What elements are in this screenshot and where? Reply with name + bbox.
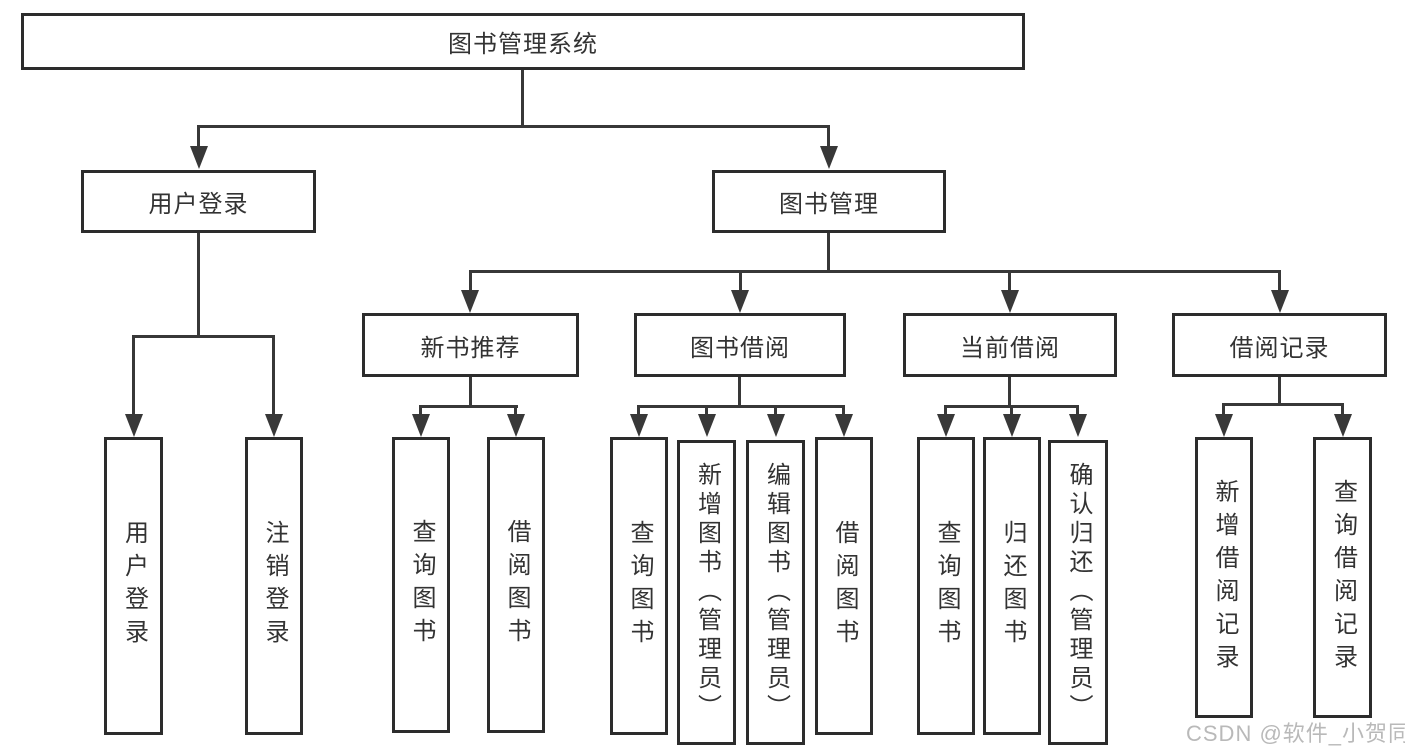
arrow-down-icon [125, 414, 143, 437]
arrow-down-icon [412, 414, 430, 437]
node-root-label: 图书管理系统 [448, 31, 598, 58]
connector-line [132, 335, 275, 338]
arrow-down-icon [190, 146, 208, 169]
leaf-user-login-label: 用户登录 [120, 520, 148, 652]
leaf-current-query-book: 查询图书 [917, 437, 975, 735]
node-user-login: 用户登录 [81, 170, 316, 233]
arrow-down-icon [265, 414, 283, 437]
leaf-current-confirm-return-label: 确认归还（管理员） [1065, 462, 1092, 723]
arrow-down-icon [767, 414, 785, 437]
connector-line [1278, 270, 1281, 292]
arrow-down-icon [937, 414, 955, 437]
leaf-current-confirm-return: 确认归还（管理员） [1048, 440, 1108, 745]
arrow-down-icon [698, 414, 716, 437]
leaf-borrow-edit-book: 编辑图书（管理员） [746, 440, 805, 745]
leaf-logout-label: 注销登录 [261, 520, 288, 652]
leaf-recommend-borrow-book: 借阅图书 [487, 437, 545, 733]
leaf-record-add-record: 新增借阅记录 [1195, 437, 1253, 718]
arrow-down-icon [1271, 290, 1289, 313]
connector-line [1010, 405, 1013, 416]
watermark-text: CSDN @软件_小贺同学 [1186, 721, 1405, 746]
connector-line [1341, 403, 1344, 416]
leaf-borrow-edit-book-label: 编辑图书（管理员） [762, 462, 790, 723]
connector-line [1008, 377, 1011, 407]
connector-line [637, 405, 640, 416]
leaf-current-return-book-label: 归还图书 [999, 520, 1026, 652]
connector-line [1222, 403, 1225, 416]
leaf-borrow-query-book: 查询图书 [610, 437, 668, 735]
node-borrow-record: 借阅记录 [1172, 313, 1387, 377]
leaf-current-return-book: 归还图书 [983, 437, 1041, 735]
arrow-down-icon [507, 414, 525, 437]
arrow-down-icon [1215, 414, 1233, 437]
connector-line [739, 270, 742, 292]
arrow-down-icon [835, 414, 853, 437]
connector-line [197, 233, 200, 337]
arrow-down-icon [630, 414, 648, 437]
node-book-management-label: 图书管理 [779, 191, 879, 218]
arrow-down-icon [1334, 414, 1352, 437]
arrow-down-icon [731, 290, 749, 313]
connector-line [637, 405, 845, 408]
leaf-logout: 注销登录 [245, 437, 303, 735]
leaf-record-query-record: 查询借阅记录 [1313, 437, 1372, 718]
connector-line [197, 125, 830, 128]
connector-line [469, 270, 1281, 273]
leaf-recommend-query-book: 查询图书 [392, 437, 450, 733]
connector-line [774, 405, 777, 416]
node-new-book-recommend: 新书推荐 [362, 313, 579, 377]
node-new-book-recommend-label: 新书推荐 [420, 334, 521, 362]
arrow-down-icon [1069, 414, 1087, 437]
leaf-borrow-add-book: 新增图书（管理员） [677, 440, 736, 745]
connector-line [705, 405, 708, 416]
node-root-system: 图书管理系统 [21, 13, 1025, 70]
leaf-user-login: 用户登录 [104, 437, 163, 735]
connector-line [514, 405, 517, 416]
connector-line [1076, 405, 1079, 416]
leaf-borrow-query-book-label: 查询图书 [626, 520, 653, 652]
connector-line [132, 335, 135, 415]
connector-line [1008, 270, 1011, 292]
leaf-borrow-borrow-book-label: 借阅图书 [831, 520, 858, 652]
node-user-login-label: 用户登录 [148, 191, 249, 218]
connector-line [827, 125, 830, 148]
leaf-recommend-query-book-label: 查询图书 [408, 519, 435, 651]
leaf-recommend-borrow-book-label: 借阅图书 [503, 519, 530, 651]
node-book-borrow-label: 图书借阅 [690, 334, 790, 362]
connector-line [469, 270, 472, 292]
connector-line [419, 405, 422, 416]
node-book-borrow: 图书借阅 [634, 313, 846, 377]
leaf-record-query-record-label: 查询借阅记录 [1329, 478, 1357, 677]
node-current-borrow-label: 当前借阅 [960, 334, 1060, 362]
node-current-borrow: 当前借阅 [903, 313, 1117, 377]
arrow-down-icon [461, 290, 479, 313]
leaf-borrow-add-book-label: 新增图书（管理员） [693, 462, 721, 723]
connector-line [1222, 403, 1344, 406]
leaf-borrow-borrow-book: 借阅图书 [815, 437, 873, 735]
leaf-record-add-record-label: 新增借阅记录 [1211, 478, 1238, 677]
node-borrow-record-label: 借阅记录 [1229, 334, 1330, 362]
connector-line [1278, 377, 1281, 405]
connector-line [827, 233, 830, 272]
connector-line [197, 125, 200, 148]
arrow-down-icon [1003, 414, 1021, 437]
connector-line [944, 405, 947, 416]
connector-line [272, 335, 275, 415]
connector-line [419, 405, 518, 408]
connector-line [469, 377, 472, 407]
arrow-down-icon [820, 146, 838, 169]
connector-line [738, 377, 741, 407]
node-book-management: 图书管理 [712, 170, 946, 233]
leaf-current-query-book-label: 查询图书 [933, 520, 960, 652]
arrow-down-icon [1001, 290, 1019, 313]
connector-line [521, 70, 524, 127]
connector-line [842, 405, 845, 416]
